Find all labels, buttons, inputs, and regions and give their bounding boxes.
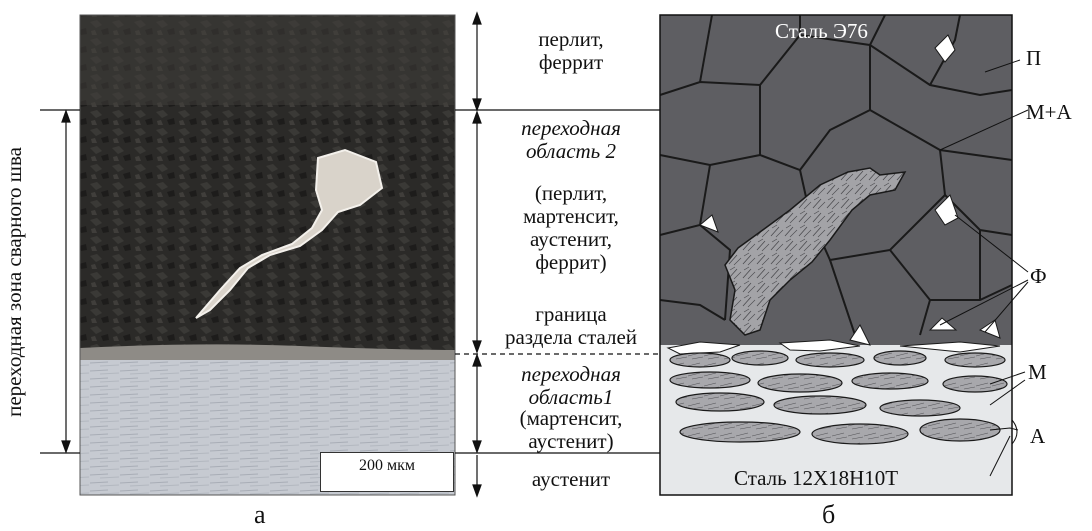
micrograph-panel (80, 15, 455, 495)
scale-bar: 200 мкм (320, 452, 454, 492)
zone-transition2-title-line1: переходная (483, 117, 659, 140)
schematic-panel (660, 15, 1012, 495)
zone-top-line1: перлит, (483, 28, 659, 51)
label-ma: М+А (1026, 100, 1072, 125)
zone-transition1-detail-line2: аустенит) (483, 430, 659, 453)
steel-top-label: Сталь Э76 (775, 19, 868, 44)
steel-bottom-label: Сталь 12Х18Н10Т (734, 466, 898, 491)
zone-transition1-title-line1: переходная (483, 363, 659, 386)
zone-transition2-detail-line1: (перлит, (483, 182, 659, 205)
zone-top: перлит, феррит (483, 28, 659, 74)
zone-transition2-title: переходная область 2 (483, 117, 659, 163)
label-a: А (1030, 424, 1045, 449)
zone-transition1-title: переходная область1 (483, 363, 659, 409)
panel-label-b: б (822, 500, 835, 530)
boundary-line1: граница (483, 303, 659, 326)
label-f: Ф (1030, 264, 1047, 289)
zone-transition2-detail-line2: мартенсит, (483, 205, 659, 228)
zone-transition1-detail: (мартенсит, аустенит) (483, 407, 659, 453)
zone-transition2-title-line2: область 2 (483, 140, 659, 163)
boundary-line2: раздела сталей (483, 326, 659, 349)
side-label: переходная зона сварного шва (3, 112, 51, 452)
zone-transition2-detail-line4: феррит) (483, 251, 659, 274)
zone-transition2-detail: (перлит, мартенсит, аустенит, феррит) (483, 182, 659, 274)
zone-transition2-detail-line3: аустенит, (483, 228, 659, 251)
zone-bottom: аустенит (483, 468, 659, 491)
zone-top-line2: феррит (483, 51, 659, 74)
scale-bar-text: 200 мкм (321, 457, 453, 475)
panel-label-a: а (254, 500, 266, 530)
label-p: П (1026, 46, 1041, 71)
boundary-label: граница раздела сталей (483, 303, 659, 349)
zone-transition1-detail-line1: (мартенсит, (483, 407, 659, 430)
label-m: М (1028, 360, 1047, 385)
side-label-text: переходная зона сварного шва (2, 147, 26, 417)
